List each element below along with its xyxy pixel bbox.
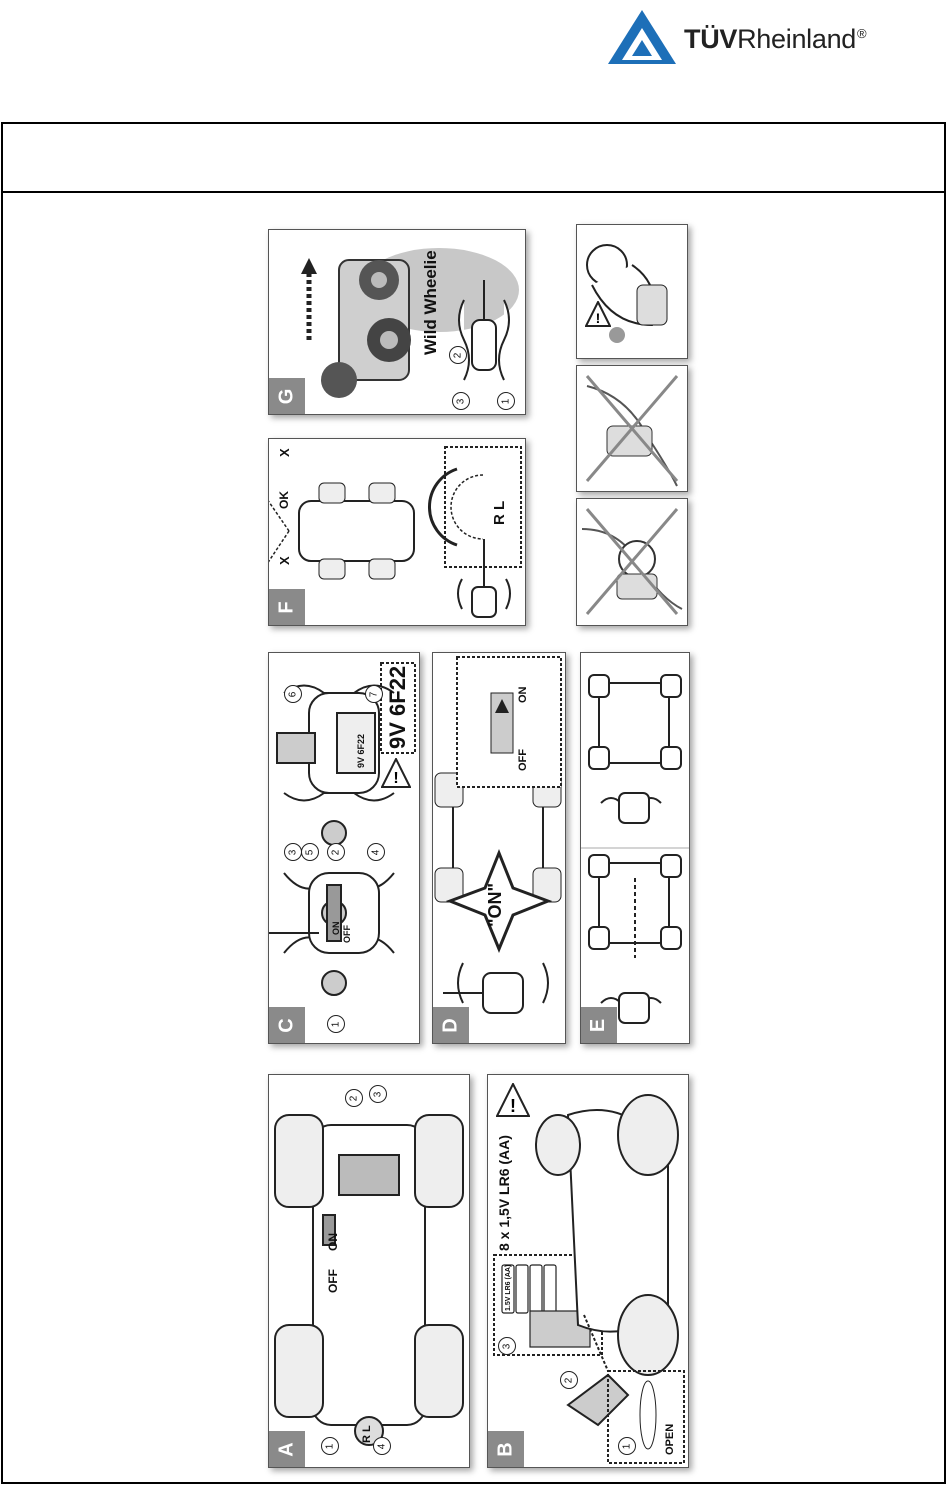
car-switch-on-label: ON: [326, 1233, 340, 1251]
car-switch-on: ON: [517, 687, 529, 704]
panel-f-illustration: [269, 439, 525, 625]
car-switch-off: OFF: [517, 749, 529, 771]
battery-spec-9v: 9V 6F22: [385, 666, 411, 749]
panel-prohibited-1: [576, 365, 688, 492]
panel-f: F OK X X R L: [268, 438, 526, 626]
prohibited-usage-illustration-1: [577, 366, 687, 491]
callout-2: 2: [345, 1089, 363, 1107]
panel-f-tag: F: [269, 589, 305, 625]
controller-switch-off: OFF: [342, 925, 352, 943]
panel-b: B 8 x 1,5V LR6 (AA) OPEN 1.5V LR6 (AA) 1…: [487, 1074, 689, 1468]
callout-4: 4: [367, 843, 385, 861]
step-2-number: 2: [560, 1371, 578, 1389]
callout-3: 3: [284, 843, 302, 861]
callout-5: 5: [301, 843, 319, 861]
panel-g: G Wild Wheelie 2 3 1: [268, 229, 526, 415]
panel-d-tag: D: [433, 1007, 469, 1043]
panel-g-tag: G: [269, 378, 305, 414]
callout-2: 2: [327, 843, 345, 861]
svg-text:!: !: [510, 1096, 516, 1116]
tuv-rheinland-logo: TÜVRheinland®: [606, 6, 926, 64]
svg-text:!: !: [596, 310, 601, 326]
car-switch-off-label: OFF: [326, 1269, 340, 1293]
panel-e: E: [580, 652, 690, 1044]
svg-text:!: !: [393, 770, 398, 787]
wrong-direction-label-top: X: [277, 448, 292, 457]
panel-g-illustration: [269, 230, 525, 414]
header-row: [3, 124, 944, 193]
callout-1: 1: [321, 1437, 339, 1455]
open-label: OPEN: [664, 1424, 676, 1455]
panel-warning-child: !: [576, 224, 688, 359]
callout-6: 6: [284, 685, 302, 703]
callout-1: 1: [327, 1015, 345, 1033]
step-2-number: 2: [449, 346, 467, 364]
controller-switch-on: ON: [331, 922, 341, 936]
panel-e-tag: E: [581, 1007, 617, 1043]
panel-b-illustration: [488, 1075, 688, 1467]
child-with-car-illustration: [577, 225, 687, 358]
warning-icon: !: [585, 301, 611, 327]
callout-4: 4: [373, 1437, 391, 1455]
callout-7: 7: [365, 685, 383, 703]
wrong-direction-label-bottom: X: [277, 556, 292, 565]
warning-icon: !: [496, 1083, 530, 1117]
steering-dial-label: R L: [491, 501, 508, 525]
panel-b-tag: B: [488, 1431, 524, 1467]
panel-prohibited-2: [576, 498, 688, 626]
logo-text: TÜVRheinland®: [684, 24, 866, 55]
step-1-number: 1: [618, 1437, 636, 1455]
prohibited-usage-illustration-2: [577, 499, 687, 625]
logo-regular: Rheinland: [737, 24, 856, 54]
battery-spec-aa: 8 x 1,5V LR6 (AA): [496, 1135, 512, 1251]
callout-3: 3: [369, 1085, 387, 1103]
step-3-number: 3: [498, 1337, 516, 1355]
steering-trim-label: R L: [361, 1425, 373, 1443]
panel-c-tag: C: [269, 1007, 305, 1043]
step-1-number: 1: [497, 392, 515, 410]
on-star-label: "ON": [485, 883, 506, 927]
product-name: Wild Wheelie: [421, 250, 441, 355]
panel-d-illustration: [433, 653, 565, 1043]
panel-c: C 9V 6F22 9V 6F22 ON OFF 3 5 2 4 1 6 7 !: [268, 652, 420, 1044]
battery-label-small: 9V 6F22: [356, 734, 366, 768]
logo-bold: TÜV: [684, 24, 737, 54]
panel-e-illustration: [581, 653, 689, 1043]
triangle-logo-icon: [606, 8, 678, 66]
panel-a-tag: A: [269, 1431, 305, 1467]
panel-d: D "ON" OFF ON: [432, 652, 566, 1044]
warning-icon: !: [381, 758, 411, 788]
panel-a-illustration: [269, 1075, 469, 1467]
registered-mark: ®: [857, 26, 866, 41]
panel-a: A OFF ON R L 1 4 2 3: [268, 1074, 470, 1468]
ok-direction-label: OK: [277, 491, 291, 509]
step-3-number: 3: [452, 392, 470, 410]
aa-cell-label: 1.5V LR6 (AA): [505, 1265, 512, 1311]
